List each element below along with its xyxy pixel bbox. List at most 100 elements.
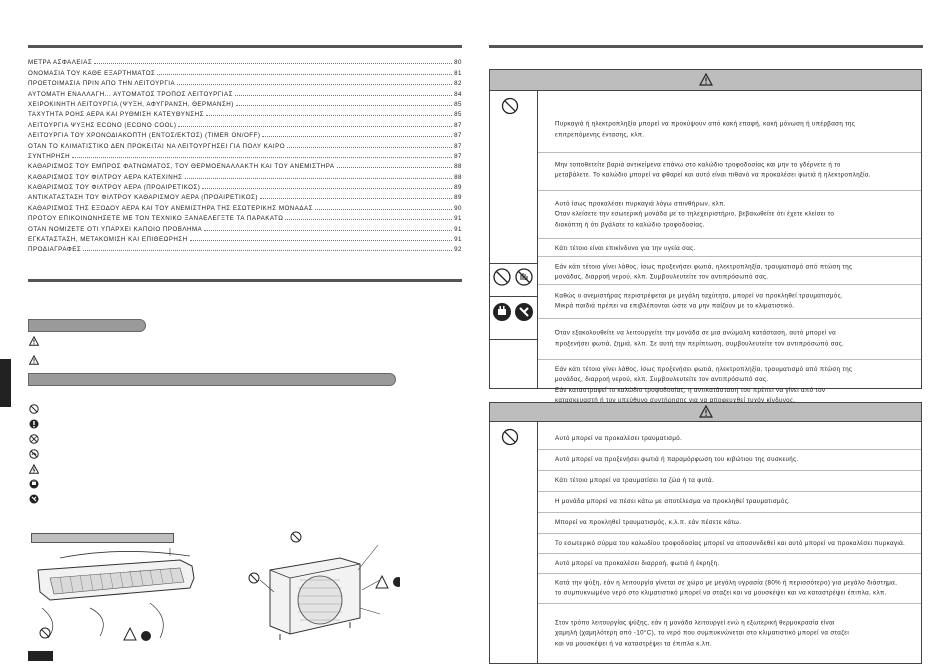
- warning-row-text: Εάν κάτι τέτοιο γίνει λάθος, ίσως προξεν…: [555, 263, 853, 270]
- caution-row-text: το συμπυκνωμένο νερό στο κλιματιστικό μπ…: [555, 589, 887, 597]
- caution-row: Το εσωτερικό σύρμα του καλωδίου τροφοδοσ…: [538, 533, 921, 553]
- toc-leader: [83, 250, 453, 252]
- warning-panel: Πυρκαγιά ή ηλεκτροπληξία μπορεί να προκύ…: [489, 69, 922, 404]
- warning-row: Εάν κάτι τέτοιο γίνει λάθος, ίσως προξεν…: [538, 359, 921, 411]
- toc-leader: [189, 240, 453, 242]
- toc-title: ΑΝΤΙΚΑΤΑΣΤΑΣΗ ΤΟΥ ΦΙΛΤΡΟΥ ΚΑΘΑΡΙΣΜΟΥ ΑΕΡ…: [28, 194, 258, 202]
- caution-row-text: Αυτό μπορεί να προκαλέσει διαρροή, φωτιά…: [555, 559, 720, 567]
- toc-row: ΧΕΙΡΟΚΙΝΗΤΗ ΛΕΙΤΟΥΡΓΙΑ (ΨΥΞΗ, ΑΦΥΓΡΑΝΣΗ,…: [28, 98, 462, 108]
- caution-row-text: χαμηλή (χαμηλότερη από -10°C), το νερό π…: [555, 629, 850, 637]
- earth-ground-icon: [515, 303, 533, 321]
- toc-row: ΑΥΤΟΜΑΤΗ ΕΝΑΛΛΑΓΗ... ΑΥΤΟΜΑΤΟΣ ΤΡΟΠΟΣ ΛΕ…: [28, 87, 462, 98]
- warning-row: Όταν εξακολουθείτε να λειτουργείτε την μ…: [538, 318, 921, 359]
- warning-row-text: διακόπτη ή ότι βγάλατε το καλώδιο τροφοδ…: [555, 220, 705, 228]
- caution-row: Κάτι τέτοιο μπορεί να τραυματίσει τα ζώα…: [538, 470, 921, 491]
- warning-row: Εάν κάτι τέτοιο γίνει λάθος, ίσως προξεν…: [538, 256, 921, 288]
- toc-leader: [235, 104, 453, 106]
- warning-icon-column: [490, 91, 538, 389]
- warning-panel-body: Πυρκαγιά ή ηλεκτροπληξία μπορεί να προκύ…: [490, 91, 921, 404]
- warning-row-text: κατασκευαστή ή τον υπεύθυνο συντήρησης γ…: [555, 397, 796, 404]
- toc-page: 89: [454, 194, 462, 202]
- prohibited-icon: [501, 428, 519, 446]
- toc-leader: [205, 115, 453, 117]
- toc-page: 87: [454, 132, 462, 140]
- warning-label-pill: [28, 319, 146, 332]
- toc-row: ΚΑΘΑΡΙΣΜΟΣ ΤΗΣ ΕΞΟΔΟΥ ΑΕΡΑ ΚΑΙ ΤΟΥ ΑΝΕΜΙ…: [28, 201, 462, 212]
- warning-row-text: Μην τοποθετείτε βαριά αντικείμενα επάνω …: [555, 161, 841, 168]
- toc-title: ΠΡΟΔΙΑΓΡΑΦΕΣ: [28, 246, 82, 254]
- caution-row: Αυτό μπορεί να προκαλέσει τραυματισμό.: [538, 428, 921, 449]
- illustration-caption-bar: [31, 533, 174, 543]
- mandatory-icon: [29, 419, 39, 429]
- toc-title: ΟΤΑΝ ΝΟΜΙΖΕΤΕ ΟΤΙ ΥΠΑΡΧΕΙ ΚΑΠΟΙΟ ΠΡΟΒΛΗΜ…: [28, 225, 203, 233]
- toc-leader: [336, 167, 453, 169]
- toc-title: ΧΕΙΡΟΚΙΝΗΤΗ ΛΕΙΤΟΥΡΓΙΑ (ΨΥΞΗ, ΑΦΥΓΡΑΝΣΗ,…: [28, 100, 234, 108]
- caution-icon: [29, 355, 39, 365]
- toc-title: ΟΝΟΜΑΣΙΑ ΤΟΥ ΚΑΘΕ ΕΞΑΡΤΗΜΑΤΟΣ: [28, 69, 156, 77]
- toc-page: 91: [454, 236, 462, 244]
- toc-row: ΤΑΧΥΤΗΤΑ ΡΟΗΣ ΑΕΡΑ ΚΑΙ ΡΥΘΜΙΣΗ ΚΑΤΕΥΘΥΝΣ…: [28, 108, 462, 118]
- toc-row: ΕΓΚΑΤΑΣΤΑΣΗ, ΜΕΤΑΚΟΜΙΣΗ ΚΑΙ ΕΠΙΘΕΩΡΗΣΗ 91: [28, 233, 462, 243]
- toc-title: ΚΑΘΑΡΙΣΜΟΣ ΤΟΥ ΦΙΛΤΡΟΥ ΑΕΡΑ (ΠΡΟΑΙΡΕΤΙΚΟ…: [28, 184, 201, 192]
- warning-row-text: μονάδας, διαρροή νερού, κλπ. Συμβουλευτε…: [555, 376, 769, 383]
- left-mid-rule: [28, 279, 462, 282]
- toc-title: ΚΑΘΑΡΙΣΜΟΣ ΤΟΥ ΦΙΛΤΡΟΥ ΑΕΡΑ ΚΑΤΕΧΙΝΗΣ: [28, 173, 183, 181]
- warning-row-text: Εάν καταστραφεί το καλώδιο τροφοδοσίας, …: [555, 386, 826, 394]
- toc-title: ΠΡΟΤΟΥ ΕΠΙΚΟΙΝΩΝΗΣΕΤΕ ΜΕ ΤΟΝ ΤΕΧΝΙΚΟ ΞΑΝ…: [28, 215, 284, 223]
- toc-title: ΛΕΙΤΟΥΡΓΙΑ ΤΟΥ ΧΡΟΝΟΔΙΑΚΟΠΤΗ (ΕΝΤΟΣ/ΕΚΤΟ…: [28, 132, 261, 140]
- caution-panel-body: Αυτό μπορεί να προκαλέσει τραυματισμό. Αυ…: [490, 422, 921, 664]
- toc-row: ΟΤΑΝ ΤΟ ΚΛΙΜΑΤΙΣΤΙΚΟ ΔΕΝ ΠΡΟΚΕΙΤΑΙ ΝΑ ΛΕ…: [28, 139, 462, 150]
- caution-row-text: Στον τρόπο λειτουργίας ψύξης, εάν η μονά…: [555, 618, 835, 626]
- unplug-icon: [29, 479, 39, 489]
- prohibited-icon: [29, 404, 39, 414]
- side-tab: [0, 359, 11, 407]
- caution-row: Κατά την ψύξη, εάν η λειτουργία γίνεται …: [538, 573, 921, 603]
- warning-row-text: Όταν κλείσετε την εσωτερική μονάδα με το…: [555, 210, 835, 218]
- toc-page: 80: [454, 59, 462, 67]
- earth-ground-icon: [29, 494, 39, 504]
- toc-leader: [72, 156, 453, 158]
- toc-title: ΛΕΙΤΟΥΡΓΙΑ ΨΥΞΗΣ ECONO (ECONO COOL): [28, 121, 177, 129]
- toc-leader: [202, 188, 453, 190]
- hazard-triangle-icon: [29, 464, 39, 474]
- toc-row: ΚΑΘΑΡΙΣΜΟΣ ΤΟΥ ΕΜΠΡΟΣ ΦΑΤΝΩΜΑΤΟΣ, ΤΟΥ ΘΕ…: [28, 160, 462, 170]
- outdoor-unit-illustration: [248, 531, 400, 640]
- warning-row-text: Αυτό ίσως προκαλέσει πυρκαγιά λόγω σπινθ…: [555, 199, 726, 207]
- toc-title: ΟΤΑΝ ΤΟ ΚΛΙΜΑΤΙΣΤΙΚΟ ΔΕΝ ΠΡΟΚΕΙΤΑΙ ΝΑ ΛΕ…: [28, 142, 286, 150]
- toc-row: ΟΤΑΝ ΝΟΜΙΖΕΤΕ ΟΤΙ ΥΠΑΡΧΕΙ ΚΑΠΟΙΟ ΠΡΟΒΛΗΜ…: [28, 222, 462, 233]
- toc-leader: [259, 198, 453, 200]
- prohibited-icon: [493, 268, 511, 286]
- toc-leader: [285, 219, 453, 221]
- toc-leader: [178, 125, 453, 127]
- toc-title: ΕΓΚΑΤΑΣΤΑΣΗ, ΜΕΤΑΚΟΜΙΣΗ ΚΑΙ ΕΠΙΘΕΩΡΗΣΗ: [28, 236, 188, 244]
- caution-row-text: Το εσωτερικό σύρμα του καλωδίου τροφοδοσ…: [555, 539, 906, 547]
- warning-row-text: Όταν εξακολουθείτε να λειτουργείτε την μ…: [555, 329, 837, 337]
- caution-row: Αυτό μπορεί να προκαλέσει διαρροή, φωτιά…: [538, 553, 921, 573]
- caution-triangle-icon: [698, 405, 713, 418]
- toc-page: 91: [454, 215, 462, 223]
- caution-row-text: Κάτι τέτοιο μπορεί να τραυματίσει τα ζώα…: [555, 476, 715, 484]
- caution-icon-column: [490, 422, 538, 664]
- warning-row: Αυτό ίσως προκαλέσει πυρκαγιά λόγω σπινθ…: [538, 190, 921, 238]
- toc-page: 87: [454, 142, 462, 150]
- caution-row-text: Μπορεί να προκληθεί τραυματισμός, κ.λ.π.…: [555, 518, 742, 526]
- warning-row-text: Εάν κάτι τέτοιο γίνει λάθος, ίσως προξεν…: [555, 365, 853, 373]
- toc-row: ΑΝΤΙΚΑΤΑΣΤΑΣΗ ΤΟΥ ΦΙΛΤΡΟΥ ΚΑΘΑΡΙΣΜΟΥ ΑΕΡ…: [28, 191, 462, 201]
- no-wet-hands-icon: [29, 449, 39, 459]
- warning-row-text: προξενήσει φωτιά, ζημιά, κλπ. Σε αυτή τη…: [555, 340, 845, 347]
- toc-page: 85: [454, 111, 462, 119]
- warning-row-text: Πυρκαγιά ή ηλεκτροπληξία μπορεί να προκύ…: [555, 120, 856, 128]
- toc-leader: [234, 94, 453, 96]
- warning-row: Κάτι τέτοιο είναι επικίνδυνο για την υγε…: [538, 238, 921, 258]
- warning-row-text: μονάδας, διαρροή νερού, κλπ. Συμβουλευτε…: [555, 273, 769, 281]
- toc-page: 91: [454, 225, 462, 233]
- toc-title: ΠΡΟΕΤΟΙΜΑΣΙΑ ΠΡΙΝ ΑΠΟ ΤΗΝ ΛΕΙΤΟΥΡΓΙΑ: [28, 80, 176, 88]
- warning-row-text: επιτρεπόμενης έντασης, κλπ.: [555, 131, 645, 138]
- toc-title: ΚΑΘΑΡΙΣΜΟΣ ΤΟΥ ΕΜΠΡΟΣ ΦΑΤΝΩΜΑΤΟΣ, ΤΟΥ ΘΕ…: [28, 163, 335, 171]
- toc-title: ΑΥΤΟΜΑΤΗ ΕΝΑΛΛΑΓΗ... ΑΥΤΟΜΑΤΟΣ ΤΡΟΠΟΣ ΛΕ…: [28, 90, 233, 98]
